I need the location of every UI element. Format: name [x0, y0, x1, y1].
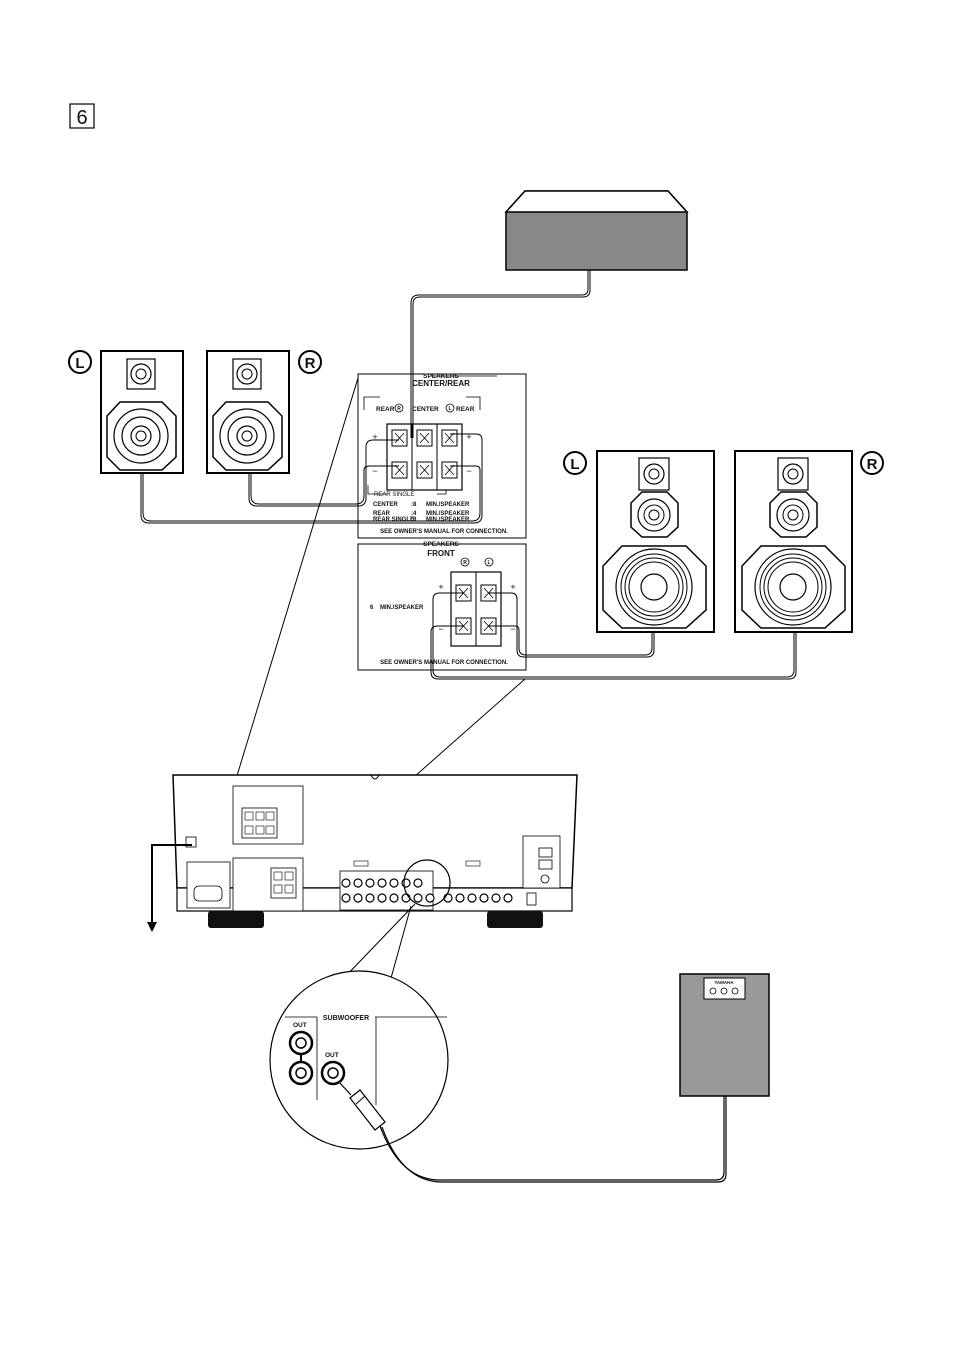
front-terminal-panel: SPEAKERS FRONT R L + − + − 6 MIN./SPEAKE…: [357, 541, 527, 671]
svg-text::8: :8: [411, 517, 417, 523]
svg-text:SEE OWNER'S MANUAL FOR CONNECT: SEE OWNER'S MANUAL FOR CONNECTION.: [380, 529, 508, 535]
svg-text:SEE OWNER'S MANUAL FOR CONNECT: SEE OWNER'S MANUAL FOR CONNECTION.: [380, 660, 508, 666]
rear-left-speaker: [100, 350, 184, 474]
front-title: FRONT: [427, 549, 455, 558]
rear-left-label: L: [68, 350, 92, 374]
svg-text:−: −: [372, 466, 377, 476]
center-rear-terminal-panel: SPEAKERS CENTER/REAR REAR R CENTER L REA…: [357, 373, 527, 539]
svg-text:R: R: [867, 456, 878, 473]
svg-text:R: R: [397, 406, 401, 412]
subwoofer-detail: SUBWOOFER OUT OUT: [269, 970, 449, 1150]
subwoofer-title: SUBWOOFER: [323, 1015, 369, 1022]
front-right-label: R: [860, 451, 884, 475]
front-terminals: [455, 584, 497, 635]
svg-text:R: R: [305, 355, 316, 372]
svg-text:L: L: [75, 355, 84, 372]
step-number: 6: [76, 107, 87, 129]
speaker-wires: [140, 270, 797, 680]
rear-right-speaker: [206, 350, 290, 474]
front-left-speaker: [596, 450, 715, 633]
svg-text:MIN./SPEAKER: MIN./SPEAKER: [426, 502, 470, 508]
svg-text:REAR: REAR: [376, 406, 395, 413]
center-rear-heading: SPEAKERS: [423, 373, 459, 380]
svg-text:REAR: REAR: [456, 406, 475, 413]
subwoofer-brand: YAMAHA: [714, 980, 734, 985]
center-speaker: [504, 190, 689, 271]
svg-text::4: :4: [411, 511, 417, 517]
svg-text:−: −: [438, 624, 443, 634]
svg-text:−: −: [510, 624, 515, 634]
svg-text::8: :8: [411, 502, 417, 508]
svg-text:R: R: [463, 560, 467, 566]
center-rear-terminals: [391, 429, 458, 479]
svg-text:CENTER: CENTER: [412, 406, 439, 413]
svg-text:+: +: [466, 432, 471, 442]
svg-text:6: 6: [370, 605, 374, 611]
svg-text:OUT: OUT: [325, 1052, 339, 1059]
svg-text:MIN./SPEAKER: MIN./SPEAKER: [426, 511, 470, 517]
svg-text:+: +: [372, 432, 377, 442]
svg-text:L: L: [487, 560, 490, 566]
svg-text:L: L: [570, 456, 579, 473]
svg-text:REAR: REAR: [373, 511, 391, 517]
svg-text:−: −: [466, 466, 471, 476]
front-heading: SPEAKERS: [423, 541, 459, 548]
svg-text:+: +: [438, 582, 443, 592]
rear-right-label: R: [298, 350, 322, 374]
svg-text:CENTER: CENTER: [373, 502, 398, 508]
receiver-rear: [147, 774, 578, 932]
subwoofer-cable: [338, 1081, 727, 1183]
svg-text:REAR SINGLE: REAR SINGLE: [374, 492, 414, 498]
front-right-speaker: [734, 450, 853, 633]
svg-text:+: +: [510, 582, 515, 592]
svg-text:REAR SINGLE: REAR SINGLE: [373, 517, 414, 523]
svg-text:OUT: OUT: [293, 1022, 307, 1029]
subwoofer-unit: YAMAHA: [679, 973, 770, 1097]
svg-text:MIN./SPEAKER: MIN./SPEAKER: [426, 517, 470, 523]
svg-text:MIN./SPEAKER: MIN./SPEAKER: [380, 605, 424, 611]
center-rear-title: CENTER/REAR: [412, 379, 470, 388]
front-left-label: L: [563, 451, 587, 475]
step-badge: 6: [69, 103, 95, 129]
svg-text:L: L: [448, 406, 451, 412]
